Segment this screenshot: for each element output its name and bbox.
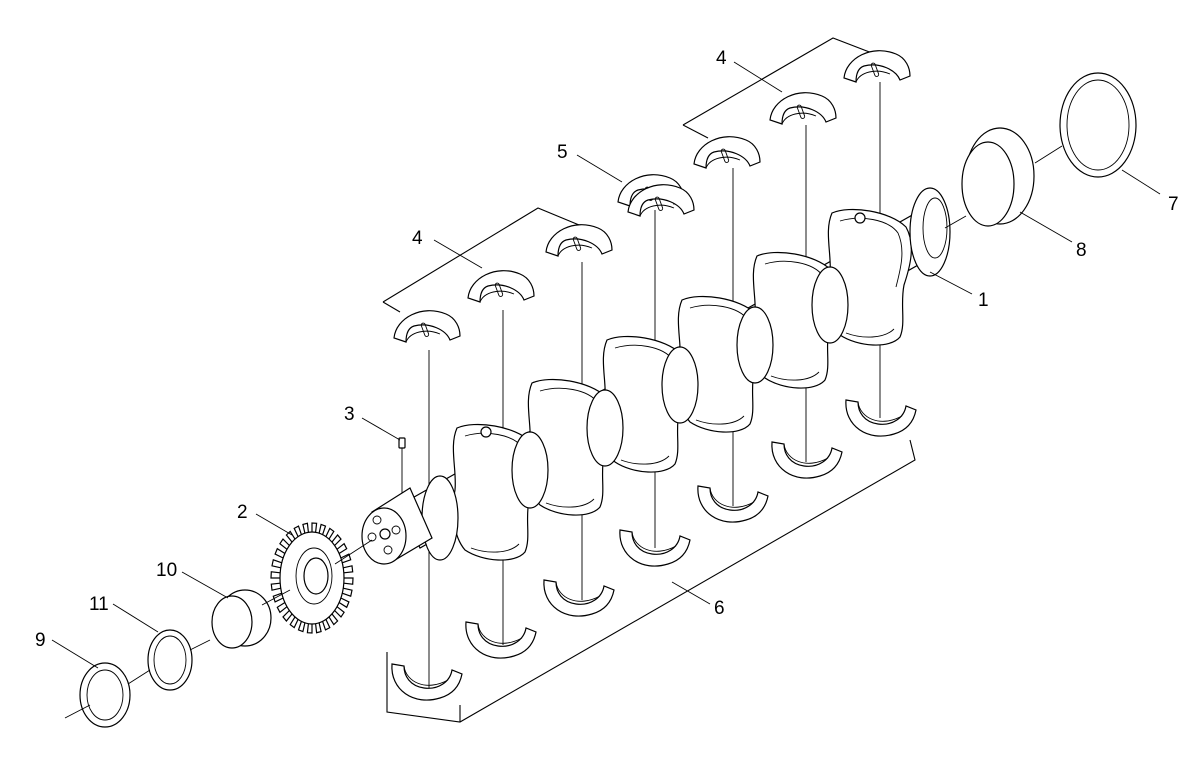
upper-bearing-shell [843,50,911,83]
callout-6: 6 [714,598,725,619]
lower-bearing-shell [845,399,917,437]
sleeve-ring-10 [211,589,272,649]
rear-sleeve-8 [961,127,1035,227]
callout-5: 5 [557,142,568,163]
upper-bearing-shell [769,92,837,125]
callout-4-left: 4 [412,228,423,249]
callout-8: 8 [1076,240,1087,261]
lower-bearing-shell [465,621,537,659]
callout-9: 9 [35,630,46,651]
thrust-bearing-shell [617,174,695,217]
upper-bearing-shell [393,310,461,343]
callout-3: 3 [344,404,355,425]
callout-7: 7 [1168,194,1179,215]
callout-11: 11 [89,594,109,615]
callout-2: 2 [237,502,248,523]
lower-bearing-shell [771,441,843,479]
upper-bearing-shell [693,136,761,169]
dowel-pin [398,437,406,449]
crankshaft-gear [270,522,354,634]
lower-shell-group-outline [386,439,916,723]
leader-lines [51,61,1161,669]
lower-bearing-shell [543,579,615,617]
rear-oil-seal-7 [1059,72,1137,178]
callouts: 1 2 3 4 4 5 6 7 8 9 10 11 [35,48,1179,651]
bearing-group-outline-right [682,37,886,139]
callout-4-right: 4 [716,48,727,69]
bearing-group-outline-left [382,207,597,313]
upper-bearing-shell [545,224,613,257]
seal-ring-11 [147,629,193,691]
oil-seal-9 [79,662,131,728]
callout-10: 10 [156,560,177,581]
upper-bearing-shell [467,270,535,303]
crankshaft [361,187,951,565]
lower-bearing-shell [391,663,463,701]
callout-1: 1 [978,290,989,311]
